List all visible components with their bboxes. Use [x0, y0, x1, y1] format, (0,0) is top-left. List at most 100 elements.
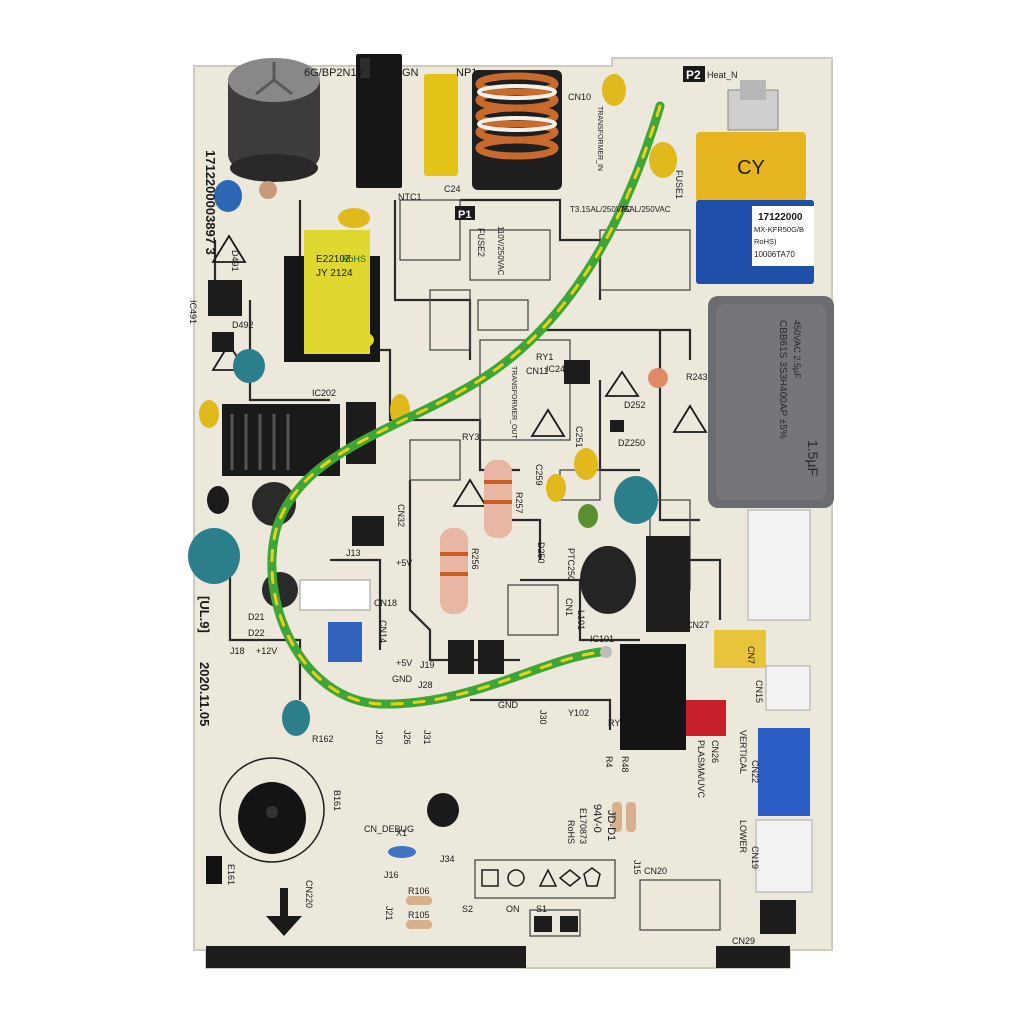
ic491-label: IC491	[188, 300, 198, 324]
motor-cap-line-1: CBB61S 3S3H400AP ±5%	[777, 320, 788, 439]
j18-label: J18	[230, 646, 245, 656]
cn22-label: CN22	[750, 760, 760, 783]
j28-label: J28	[418, 680, 433, 690]
d252-diode	[610, 420, 624, 432]
r257-label: R257	[514, 492, 524, 514]
fuse-rating-3: 110V/250VAC	[496, 226, 505, 276]
blue-ceramic-capacitor	[214, 180, 242, 212]
y-capacitor	[602, 74, 626, 106]
cn220-label: CN220	[304, 880, 314, 908]
ul-label: [UL.9]	[197, 596, 212, 633]
transformer-in-label: TRANSFORMER_IN	[596, 106, 603, 171]
plus12v-label: +12V	[256, 646, 277, 656]
plasma-uvc-label: PLASMA/UVC	[696, 740, 706, 799]
ntc1-label: NTC1	[398, 192, 422, 202]
small-capacitor	[207, 486, 229, 514]
ry2-label: RY2	[608, 718, 625, 728]
dip-switch-s1	[560, 916, 578, 932]
c24-label: C24	[444, 184, 461, 194]
d21-label: D21	[248, 612, 265, 622]
transformer-label-2: RoHS	[342, 254, 366, 264]
fuse1-label: FUSE1	[674, 170, 684, 199]
triangle-icon	[538, 868, 558, 887]
bridge-rectifier	[356, 54, 402, 188]
y-capacitor	[338, 208, 370, 228]
ptc250-label: PTC250	[566, 548, 576, 581]
e161-label: E161	[226, 864, 236, 885]
r48-label: R48	[620, 756, 630, 773]
v0-label: 94V-0	[591, 804, 603, 833]
relay	[646, 536, 690, 632]
cn10-label: CN10	[568, 92, 591, 102]
pentagon-icon	[583, 867, 601, 887]
l101-label: L101	[576, 610, 586, 630]
cn18-connector	[299, 579, 371, 611]
electrolytic-capacitor	[188, 528, 240, 584]
j20-label: J20	[374, 730, 384, 745]
heat-terminal	[727, 80, 779, 131]
relay-ry2	[620, 644, 686, 750]
on-label: ON	[506, 904, 520, 914]
sticker-line-1: 17122000	[758, 212, 803, 223]
gn-text: GN	[402, 67, 419, 79]
e170873-label: E170873	[578, 808, 588, 844]
bottom-ground-strip-left	[206, 946, 526, 968]
cn26-connector	[686, 700, 726, 736]
date-label: 2020.11.05	[197, 662, 212, 726]
d22-label: D22	[248, 628, 265, 638]
j19-label: J19	[420, 660, 435, 670]
s1-label: S1	[536, 904, 547, 914]
s2-label: S2	[462, 904, 473, 914]
transformer-out-label: TRANSFORMER_OUT	[510, 366, 517, 439]
down-arrow-icon	[266, 888, 302, 936]
cn32-label: CN32	[396, 504, 406, 527]
y102-label: Y102	[568, 708, 589, 718]
warning-triangle-icon	[672, 404, 708, 433]
cn32-connector	[352, 516, 384, 546]
b161-label: B161	[332, 790, 342, 811]
y-capacitor	[649, 142, 677, 178]
electrolytic-capacitor	[614, 476, 658, 524]
cn15-connector	[765, 665, 811, 711]
heat-n-label: Heat_N	[707, 70, 738, 80]
switching-transformer: E2210Z RoHS JY 2124	[284, 230, 380, 362]
green-capacitor	[578, 504, 598, 528]
connectors	[299, 509, 813, 934]
vertical-label: VERTICAL	[738, 730, 748, 774]
circle-icon	[507, 869, 525, 887]
warning-triangle-icon	[604, 370, 640, 397]
x-capacitor	[424, 74, 458, 176]
cn1-label: CN1	[564, 598, 574, 616]
d492-label: D492	[232, 320, 254, 330]
white-motor-connector	[747, 509, 811, 621]
y-capacitor	[546, 474, 566, 502]
cn14-connector	[328, 622, 362, 662]
motor-run-capacitor: CBB61S 3S3H400AP ±5% 450VAC 2.5µF 1.5µF	[708, 296, 834, 508]
blue-relay: 17122000 MX-KFR50G/B RoHS) 10006TA70	[696, 200, 814, 284]
plus5v-label: +5V	[396, 658, 412, 668]
ground-wire	[267, 101, 665, 709]
warning-triangle-icon	[530, 408, 566, 437]
cn14-label: CN14	[378, 620, 388, 643]
j15-label: J15	[632, 860, 642, 875]
cn7-label: CN7	[746, 646, 756, 664]
ic241-chip	[564, 360, 590, 384]
cn11-label: CN11	[526, 366, 548, 376]
cn22-vertical-connector	[758, 728, 810, 816]
transformer-label-1: E2210Z	[316, 254, 351, 265]
rohs-label: RoHS	[566, 820, 576, 844]
cn27-connector	[714, 630, 766, 668]
dz250-label: DZ250	[618, 438, 645, 448]
fuse2-label: FUSE2	[476, 228, 486, 257]
cn26-label: CN26	[710, 740, 720, 763]
p2-label: P2	[686, 68, 701, 82]
r4-label: R4	[604, 756, 614, 768]
ic491-chip	[208, 280, 242, 316]
cn29-label: CN29	[732, 936, 755, 946]
cn15-label: CN15	[754, 680, 764, 703]
r243-label: R243	[686, 372, 708, 382]
c259-label: C259	[534, 464, 544, 486]
r256-label: R256	[470, 548, 480, 570]
fuse-rating-1: T3.15AL/250VAC	[570, 205, 632, 214]
